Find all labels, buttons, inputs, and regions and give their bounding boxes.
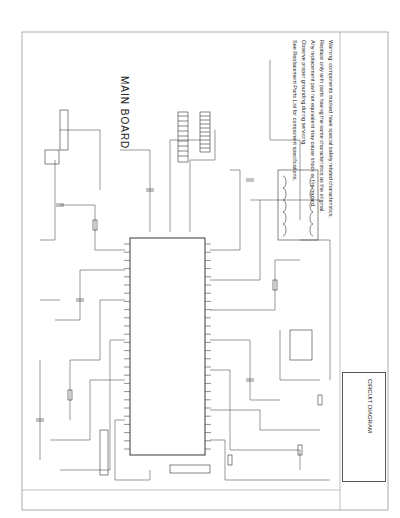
frame-line: [340, 32, 341, 510]
note-text: Any replacement part not equivalent may …: [310, 40, 316, 208]
connectors: [45, 110, 318, 475]
note-text: Replace only with parts having the same …: [319, 40, 325, 213]
title-block-text: CIRCUIT DIAGRAM: [367, 379, 373, 433]
wires: [40, 60, 330, 480]
frame-line: [22, 490, 340, 491]
note-text: Warning: components marked have special …: [328, 40, 334, 218]
note-text: See Replacement Parts List for component…: [292, 40, 298, 181]
main-ic: [124, 238, 211, 455]
title-block: CIRCUIT DIAGRAM: [342, 372, 386, 482]
board-title: MAIN BOARD: [119, 76, 129, 149]
sheet-border: [22, 32, 388, 510]
components: [36, 116, 322, 465]
note-text: Observe proper grounding during servicin…: [301, 40, 307, 146]
